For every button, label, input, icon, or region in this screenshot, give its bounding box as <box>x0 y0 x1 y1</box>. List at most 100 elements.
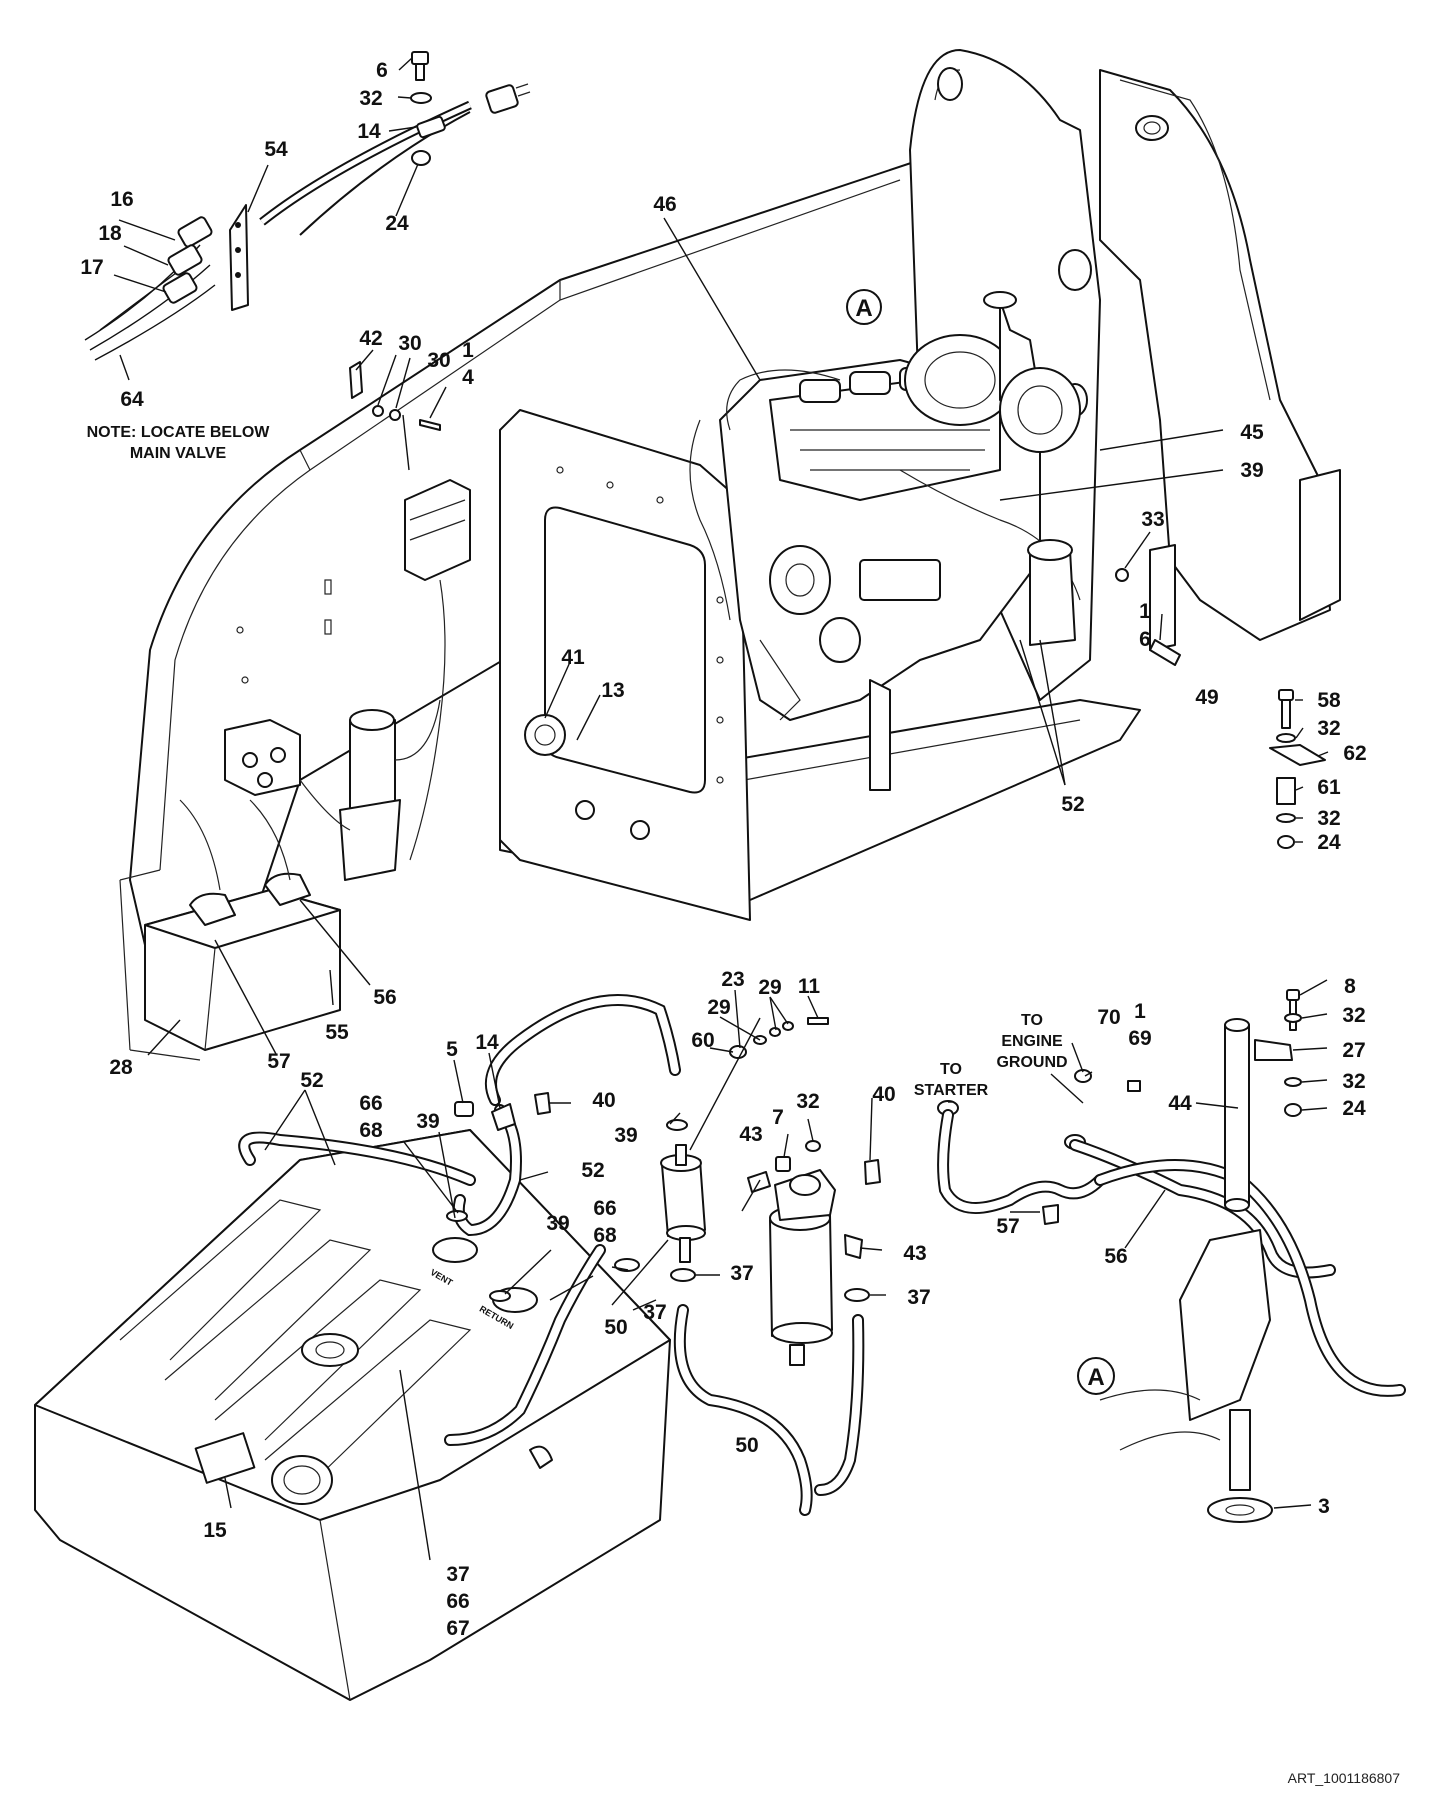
callout-6-b: 6 <box>1139 628 1151 651</box>
callout-32-e: 32 <box>1342 1004 1365 1027</box>
callout-27: 27 <box>1342 1039 1365 1062</box>
callout-24-c: 24 <box>1342 1097 1366 1120</box>
callout-42: 42 <box>359 327 382 350</box>
callout-30-a: 30 <box>398 332 421 355</box>
callout-37-a: 37 <box>643 1301 666 1324</box>
art-id: ART_1001186807 <box>1288 1770 1401 1786</box>
callout-46: 46 <box>653 193 676 216</box>
callout-52-b: 52 <box>300 1069 323 1092</box>
callout-50-a: 50 <box>604 1316 627 1339</box>
callout-1-c: 1 <box>1134 1000 1146 1023</box>
callout-37-c: 37 <box>907 1286 930 1309</box>
callout-56-a: 56 <box>373 986 396 1009</box>
callout-23: 23 <box>721 968 744 991</box>
detail-marker-top: A <box>855 295 872 322</box>
callout-15: 15 <box>203 1519 227 1542</box>
hose-clamps-left <box>446 1092 551 1302</box>
hydraulic-valve-block <box>224 699 441 881</box>
callout-11: 11 <box>798 975 821 998</box>
callout-39-b: 39 <box>416 1110 439 1133</box>
callout-64: 64 <box>120 388 144 411</box>
engine <box>689 291 1081 791</box>
callout-33: 33 <box>1141 508 1164 531</box>
note-to-starter-line2: STARTER <box>914 1082 989 1099</box>
callout-49: 49 <box>1195 686 1218 709</box>
callout-39-d: 39 <box>546 1212 569 1235</box>
callout-52-a: 52 <box>1061 793 1084 816</box>
callout-32-b: 32 <box>1317 717 1340 740</box>
callout-13: 13 <box>601 679 624 702</box>
callout-57-b: 57 <box>996 1215 1019 1238</box>
callout-37-b: 37 <box>730 1262 753 1285</box>
note-to-starter-line1: TO <box>940 1061 962 1078</box>
callout-4: 4 <box>462 366 474 389</box>
fuel-tank: VENT RETURN <box>34 1129 671 1701</box>
callout-69: 69 <box>1128 1027 1151 1050</box>
callout-labels: 6 32 14 24 54 16 18 17 64 NOTE: LOCATE B… <box>80 59 1400 1786</box>
callout-45: 45 <box>1240 421 1264 444</box>
callout-32: 32 <box>359 87 382 110</box>
callout-3: 3 <box>1318 1495 1330 1518</box>
callout-24-b: 24 <box>1317 831 1341 854</box>
detail-marker-circle-top <box>846 289 882 325</box>
callout-18: 18 <box>98 222 122 245</box>
front-panel <box>499 409 751 921</box>
leader-lines <box>113 57 1329 1561</box>
callout-55: 55 <box>325 1021 349 1044</box>
cables <box>937 1069 1406 1397</box>
ecu-module <box>349 361 471 861</box>
callout-32-f: 32 <box>1342 1070 1365 1093</box>
callout-32-d: 32 <box>796 1090 819 1113</box>
callout-54: 54 <box>264 138 288 161</box>
callout-56-b: 56 <box>1104 1245 1127 1268</box>
detail-a-post <box>1099 989 1302 1523</box>
callout-7: 7 <box>772 1106 784 1129</box>
callout-8: 8 <box>1344 975 1356 998</box>
callout-62: 62 <box>1343 742 1366 765</box>
callout-50-b: 50 <box>735 1434 758 1457</box>
note-locate-line2: MAIN VALVE <box>130 445 227 462</box>
callout-68-a: 68 <box>359 1119 383 1142</box>
harness-connector-assembly <box>84 51 531 361</box>
callout-39-c: 39 <box>614 1124 637 1147</box>
callout-43-b: 43 <box>903 1242 926 1265</box>
note-to-ground-line2: ENGINE <box>1001 1033 1063 1050</box>
note-locate-line1: NOTE: LOCATE BELOW <box>87 424 271 441</box>
callout-52-c: 52 <box>581 1159 604 1182</box>
callout-39-a: 39 <box>1240 459 1263 482</box>
callout-68-b: 68 <box>593 1224 617 1247</box>
callout-14: 14 <box>357 120 381 143</box>
callout-17: 17 <box>80 256 103 279</box>
callout-37-d: 37 <box>446 1563 469 1586</box>
fuel-pump-filter <box>614 1017 881 1366</box>
callout-70: 70 <box>1097 1006 1120 1029</box>
callout-14-b: 14 <box>475 1031 499 1054</box>
callout-29-a: 29 <box>707 996 730 1019</box>
detail-marker-bottom: A <box>1087 1364 1104 1391</box>
callout-1-b: 1 <box>1139 600 1151 623</box>
callout-57-a: 57 <box>267 1050 290 1073</box>
callout-66-b: 66 <box>593 1197 616 1220</box>
detail-marker-circle-bottom <box>1077 1357 1115 1395</box>
bracket-hardware-right <box>1115 544 1326 849</box>
callout-29-b: 29 <box>758 976 781 999</box>
callout-40-a: 40 <box>592 1089 615 1112</box>
callout-32-c: 32 <box>1317 807 1340 830</box>
callout-66-a: 66 <box>359 1092 382 1115</box>
callout-5: 5 <box>446 1038 458 1061</box>
callout-67: 67 <box>446 1617 469 1640</box>
callout-24: 24 <box>385 212 409 235</box>
callout-44: 44 <box>1168 1092 1192 1115</box>
callout-58: 58 <box>1317 689 1341 712</box>
callout-40-b: 40 <box>872 1083 895 1106</box>
note-to-ground-line1: TO <box>1021 1012 1043 1029</box>
callout-1-a: 1 <box>462 339 474 362</box>
callout-66-c: 66 <box>446 1590 469 1613</box>
callout-16: 16 <box>110 188 133 211</box>
callout-60: 60 <box>691 1029 714 1052</box>
battery-box <box>119 799 341 1061</box>
callout-43-a: 43 <box>739 1123 762 1146</box>
callout-41: 41 <box>561 646 585 669</box>
note-to-ground-line3: GROUND <box>996 1054 1067 1071</box>
